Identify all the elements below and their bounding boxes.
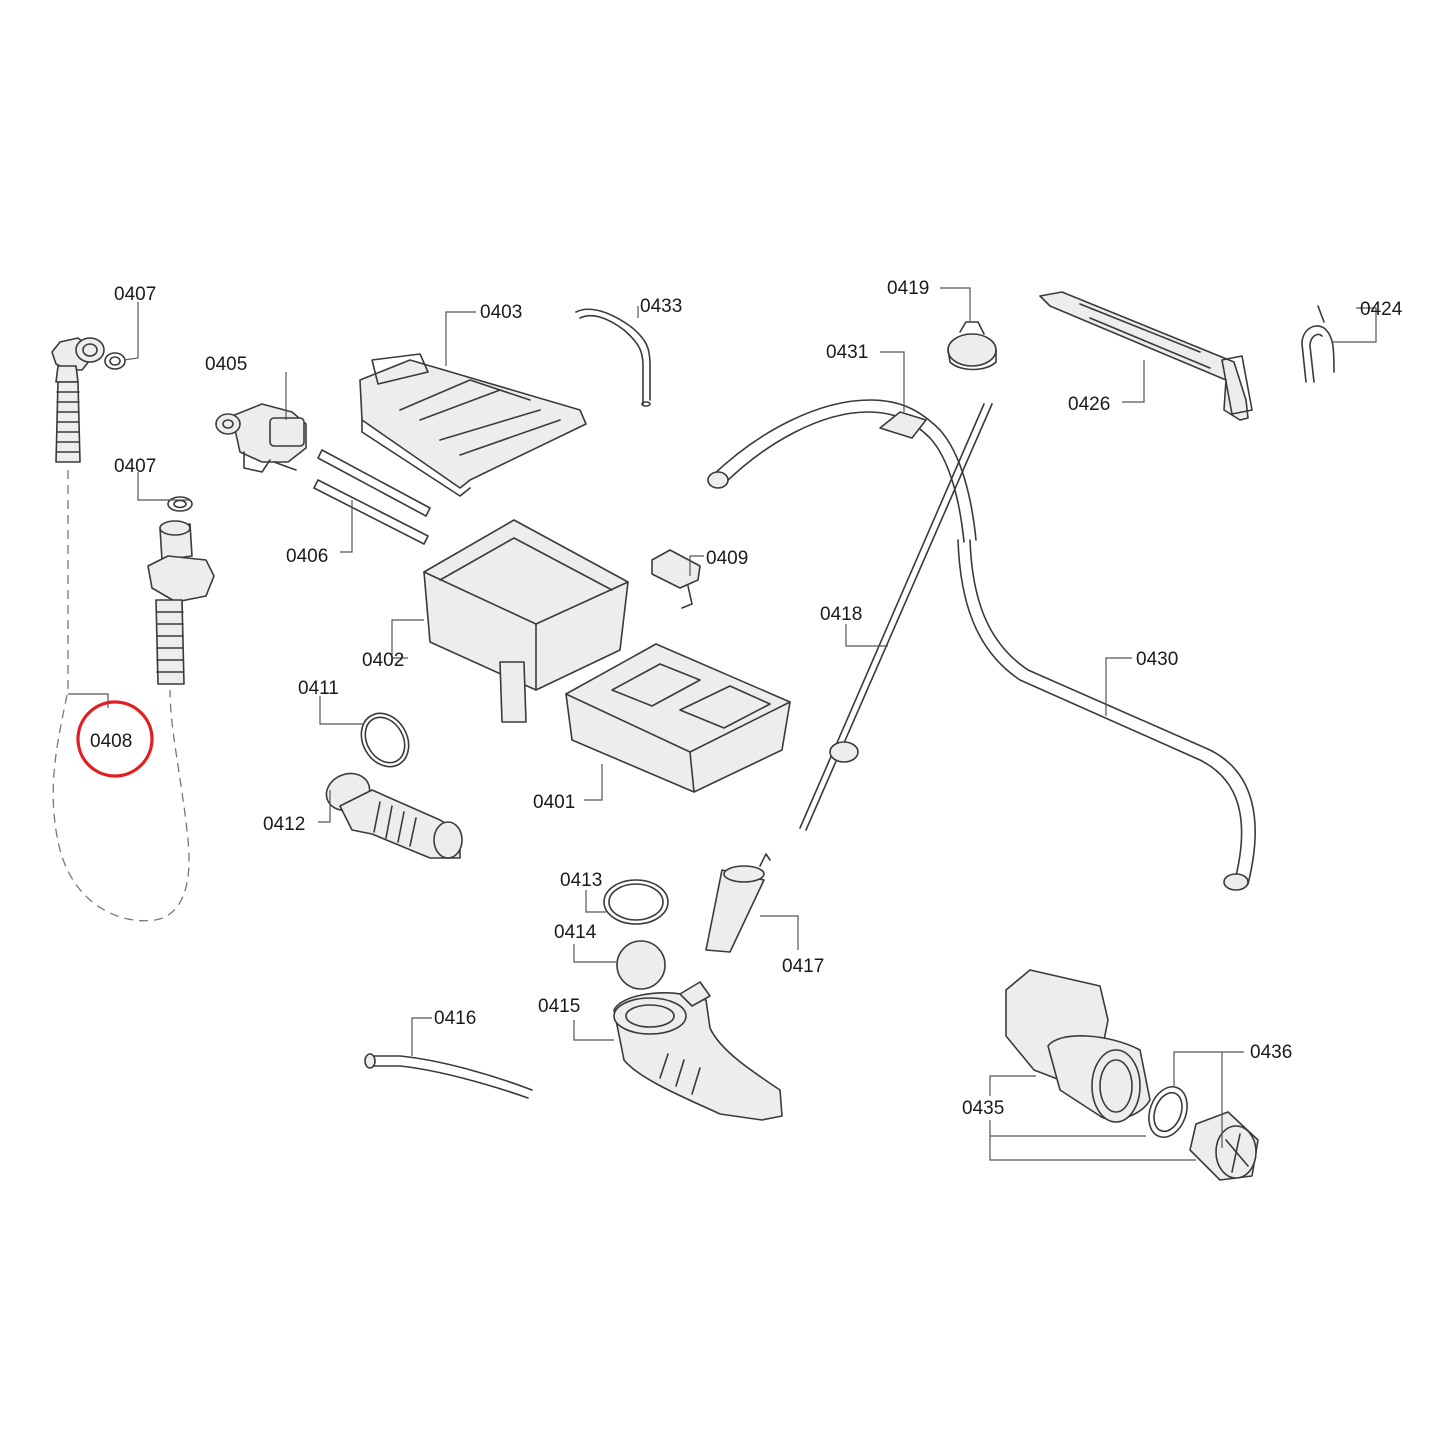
label-0426: 0426 bbox=[1068, 394, 1110, 415]
label-0418: 0418 bbox=[820, 604, 862, 625]
label-0412: 0412 bbox=[263, 814, 305, 835]
label-0411: 0411 bbox=[298, 678, 339, 699]
highlight-circle bbox=[76, 700, 154, 778]
pressure-cap bbox=[947, 321, 997, 371]
label-0433: 0433 bbox=[640, 296, 682, 317]
inlet-hose-assembly bbox=[51, 337, 215, 922]
label-0431: 0431 bbox=[826, 342, 868, 363]
part-labels: 0407 0407 0408 0405 0403 0433 0406 0402 … bbox=[90, 278, 1403, 1119]
label-0414: 0414 bbox=[554, 922, 597, 943]
label-0407-lower: 0407 bbox=[114, 456, 156, 477]
dispenser-clip bbox=[651, 549, 701, 609]
label-0419: 0419 bbox=[887, 278, 929, 299]
small-hose bbox=[575, 308, 651, 407]
label-0435: 0435 bbox=[962, 1098, 1004, 1119]
sump-assembly bbox=[603, 879, 783, 1121]
dispenser-top-cover bbox=[359, 353, 587, 497]
long-hose bbox=[707, 399, 977, 543]
label-0405: 0405 bbox=[205, 354, 247, 375]
label-0401: 0401 bbox=[533, 792, 575, 813]
dispenser-rods bbox=[313, 449, 431, 545]
label-0402: 0402 bbox=[362, 650, 404, 671]
inlet-valve bbox=[215, 403, 307, 473]
leader-lines bbox=[68, 287, 1377, 1161]
label-0407-upper: 0407 bbox=[114, 284, 156, 305]
sensor-cylinder bbox=[705, 853, 771, 953]
bellows-hose bbox=[325, 772, 463, 859]
detergent-drawer bbox=[565, 643, 791, 793]
label-0406: 0406 bbox=[286, 546, 328, 567]
label-0416: 0416 bbox=[434, 1008, 476, 1029]
seal-ring bbox=[360, 712, 410, 768]
dispenser-housing bbox=[423, 519, 629, 723]
long-rod bbox=[799, 403, 993, 831]
label-0415: 0415 bbox=[538, 996, 580, 1017]
label-0403: 0403 bbox=[480, 302, 522, 323]
drain-pump bbox=[1005, 969, 1259, 1181]
label-0430: 0430 bbox=[1136, 649, 1178, 670]
control-rail bbox=[1039, 291, 1253, 421]
label-0409: 0409 bbox=[706, 548, 748, 569]
label-0408[interactable]: 0408 bbox=[90, 731, 132, 752]
label-0436: 0436 bbox=[1250, 1042, 1292, 1063]
label-0417: 0417 bbox=[782, 956, 824, 977]
hook-bracket bbox=[1301, 305, 1335, 383]
drain-pipe bbox=[957, 539, 1256, 891]
label-0413: 0413 bbox=[560, 870, 602, 891]
short-tube bbox=[364, 1053, 533, 1099]
label-0424: 0424 bbox=[1360, 299, 1403, 320]
